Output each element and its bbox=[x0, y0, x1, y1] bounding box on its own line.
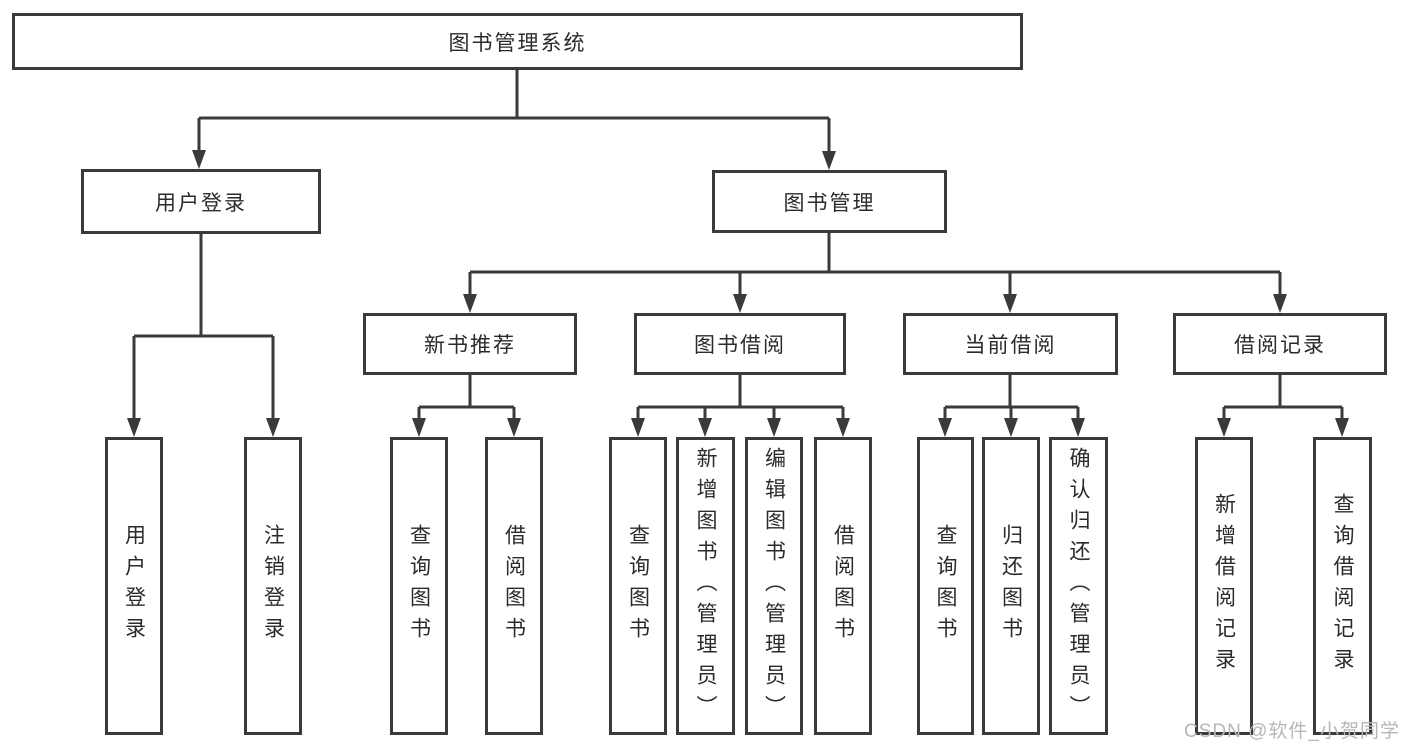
node-root-label: 图书管理系统 bbox=[448, 31, 587, 55]
leaf-borrow-book-2: 借阅图书 bbox=[814, 437, 872, 735]
connector-bookmgmt-to-level3 bbox=[468, 233, 1282, 297]
connector-currentborrow-to-leaves bbox=[943, 375, 1080, 421]
leaf-logout: 注销登录 bbox=[244, 437, 302, 735]
arrow-icon bbox=[836, 418, 850, 437]
leaf-query-book-3: 查询图书 bbox=[917, 437, 974, 735]
arrow-icon bbox=[1335, 418, 1349, 437]
arrow-icon bbox=[938, 418, 952, 437]
leaf-query-record: 查询借阅记录 bbox=[1313, 437, 1372, 735]
connector-bookborrow-to-leaves bbox=[636, 375, 845, 421]
csdn-watermark: CSDN @软件_小贺同学 bbox=[1184, 721, 1400, 742]
arrow-icon bbox=[767, 418, 781, 437]
arrow-icon bbox=[507, 418, 521, 437]
node-user-login: 用户登录 bbox=[81, 169, 321, 234]
connector-borrowrecord-to-leaves bbox=[1222, 375, 1344, 421]
node-root: 图书管理系统 bbox=[12, 13, 1023, 70]
leaf-borrow-book-2-label: 借阅图书 bbox=[831, 524, 855, 648]
node-new-book-rec-label: 新书推荐 bbox=[424, 334, 516, 357]
leaf-query-record-label: 查询借阅记录 bbox=[1331, 493, 1354, 679]
arrow-icon bbox=[631, 418, 645, 437]
node-borrow-record-label: 借阅记录 bbox=[1234, 334, 1326, 357]
node-current-borrow: 当前借阅 bbox=[903, 313, 1118, 375]
node-book-mgmt-label: 图书管理 bbox=[783, 191, 876, 215]
leaf-return-book-label: 归还图书 bbox=[999, 524, 1023, 648]
arrowheads bbox=[127, 150, 1349, 437]
node-new-book-rec: 新书推荐 bbox=[363, 313, 577, 375]
connector-root-to-level2 bbox=[197, 70, 831, 154]
leaf-user-login-label: 用户登录 bbox=[122, 524, 146, 648]
leaf-logout-label: 注销登录 bbox=[261, 524, 285, 648]
leaf-return-book: 归还图书 bbox=[982, 437, 1040, 735]
leaf-add-record-label: 新增借阅记录 bbox=[1212, 493, 1236, 679]
leaf-query-book-2-label: 查询图书 bbox=[626, 524, 650, 648]
arrow-icon bbox=[1071, 418, 1085, 437]
node-borrow-record: 借阅记录 bbox=[1173, 313, 1387, 375]
leaf-query-book-1-label: 查询图书 bbox=[407, 524, 431, 648]
leaf-confirm-return: 确认归还（管理员） bbox=[1049, 437, 1108, 735]
arrow-icon bbox=[412, 418, 426, 437]
node-book-borrow-label: 图书借阅 bbox=[694, 334, 786, 357]
connector-newbookrec-to-leaves bbox=[417, 375, 516, 421]
arrow-icon bbox=[127, 418, 141, 437]
node-user-login-label: 用户登录 bbox=[155, 191, 247, 215]
arrow-icon bbox=[822, 151, 836, 170]
leaf-query-book-1: 查询图书 bbox=[390, 437, 448, 735]
leaf-user-login: 用户登录 bbox=[105, 437, 163, 735]
leaf-borrow-book-1: 借阅图书 bbox=[485, 437, 543, 735]
node-current-borrow-label: 当前借阅 bbox=[964, 334, 1057, 357]
leaf-confirm-return-label: 确认归还（管理员） bbox=[1067, 446, 1090, 726]
leaf-edit-book-label: 编辑图书（管理员） bbox=[762, 446, 786, 726]
leaf-query-book-2: 查询图书 bbox=[609, 437, 667, 735]
node-book-borrow: 图书借阅 bbox=[634, 313, 846, 375]
arrow-icon bbox=[192, 150, 206, 169]
arrow-icon bbox=[463, 294, 477, 313]
arrow-icon bbox=[1217, 418, 1231, 437]
node-book-mgmt: 图书管理 bbox=[712, 170, 947, 233]
leaf-add-book-label: 新增图书（管理员） bbox=[694, 446, 717, 726]
leaf-add-book: 新增图书（管理员） bbox=[676, 437, 735, 735]
connector-userlogin-to-leaves bbox=[132, 234, 275, 421]
arrow-icon bbox=[266, 418, 280, 437]
leaf-borrow-book-1-label: 借阅图书 bbox=[502, 524, 526, 648]
arrow-icon bbox=[733, 294, 747, 313]
arrow-icon bbox=[698, 418, 712, 437]
leaf-query-book-3-label: 查询图书 bbox=[934, 524, 957, 648]
leaf-edit-book: 编辑图书（管理员） bbox=[745, 437, 803, 735]
arrow-icon bbox=[1003, 294, 1017, 313]
arrow-icon bbox=[1004, 418, 1018, 437]
arrow-icon bbox=[1273, 294, 1287, 313]
leaf-add-record: 新增借阅记录 bbox=[1195, 437, 1253, 735]
